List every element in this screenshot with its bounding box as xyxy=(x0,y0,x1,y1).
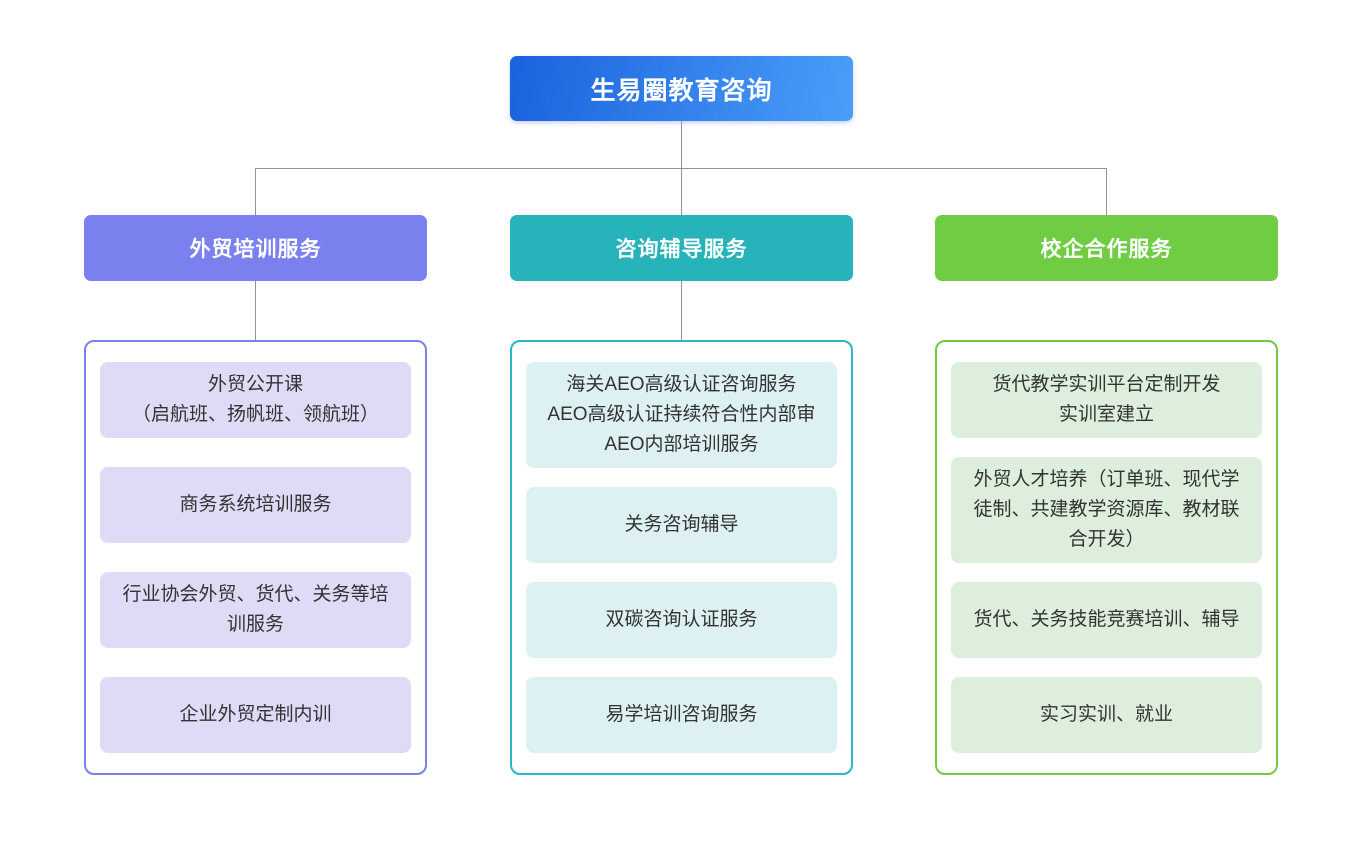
branch-box: 外贸公开课 （启航班、扬帆班、领航班） 商务系统培训服务行业协会外贸、货代、关务等… xyxy=(84,340,427,775)
branch-header: 校企合作服务 xyxy=(935,215,1278,281)
service-item: 行业协会外贸、货代、关务等培训服务 xyxy=(100,572,411,648)
service-item: 双碳咨询认证服务 xyxy=(526,582,837,658)
service-item: 关务咨询辅导 xyxy=(526,487,837,563)
service-item: 企业外贸定制内训 xyxy=(100,677,411,753)
service-item: 实习实训、就业 xyxy=(951,677,1262,753)
service-item: 外贸人才培养（订单班、现代学徒制、共建教学资源库、教材联合开发） xyxy=(951,457,1262,563)
branch-box: 海关AEO高级认证咨询服务 AEO高级认证持续符合性内部审 AEO内部培训服务关… xyxy=(510,340,853,775)
service-item: 易学培训咨询服务 xyxy=(526,677,837,753)
connector-line xyxy=(1106,168,1107,215)
service-item: 货代、关务技能竞赛培训、辅导 xyxy=(951,582,1262,658)
connector-line xyxy=(681,121,682,168)
branch-header: 外贸培训服务 xyxy=(84,215,427,281)
connector-line xyxy=(681,168,682,215)
service-item: 海关AEO高级认证咨询服务 AEO高级认证持续符合性内部审 AEO内部培训服务 xyxy=(526,362,837,468)
service-item: 外贸公开课 （启航班、扬帆班、领航班） xyxy=(100,362,411,438)
connector-line xyxy=(255,281,256,340)
root-node: 生易圈教育咨询 xyxy=(510,56,853,121)
connector-line xyxy=(255,168,256,215)
branch-box: 货代教学实训平台定制开发 实训室建立外贸人才培养（订单班、现代学徒制、共建教学资… xyxy=(935,340,1278,775)
service-item: 商务系统培训服务 xyxy=(100,467,411,543)
service-item: 货代教学实训平台定制开发 实训室建立 xyxy=(951,362,1262,438)
connector-line xyxy=(681,281,682,340)
branch-header: 咨询辅导服务 xyxy=(510,215,853,281)
